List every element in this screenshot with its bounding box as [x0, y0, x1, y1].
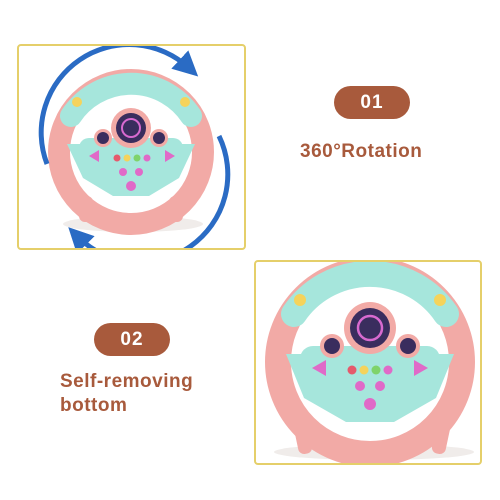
turn-right-icon	[165, 150, 175, 162]
turn-left-icon	[312, 360, 326, 376]
feature-title-line: Self-removing	[60, 371, 194, 392]
horn-icon	[126, 181, 136, 191]
steering-wheel-image	[38, 46, 231, 248]
speedometer-icon	[350, 308, 390, 348]
rotation-arrow-icon	[68, 134, 231, 248]
image-frame-removable-bottom	[254, 260, 482, 465]
feature-title: Self-removing bottom	[60, 370, 240, 418]
feature-number-badge: 02	[94, 323, 170, 356]
turn-right-icon	[414, 360, 428, 376]
rotation-arrow-icon	[38, 46, 199, 165]
light-icon	[72, 97, 82, 107]
steering-wheel-image	[265, 262, 475, 463]
turn-left-icon	[89, 150, 99, 162]
speedometer-icon	[116, 113, 146, 143]
feature-title: 360°Rotation	[300, 141, 423, 162]
horn-icon	[364, 398, 376, 410]
light-icon	[180, 97, 190, 107]
image-frame-rotation	[17, 44, 246, 250]
light-icon	[434, 294, 446, 306]
light-icon	[294, 294, 306, 306]
feature-number-badge: 01	[334, 86, 410, 119]
feature-title-line: bottom	[60, 395, 128, 416]
